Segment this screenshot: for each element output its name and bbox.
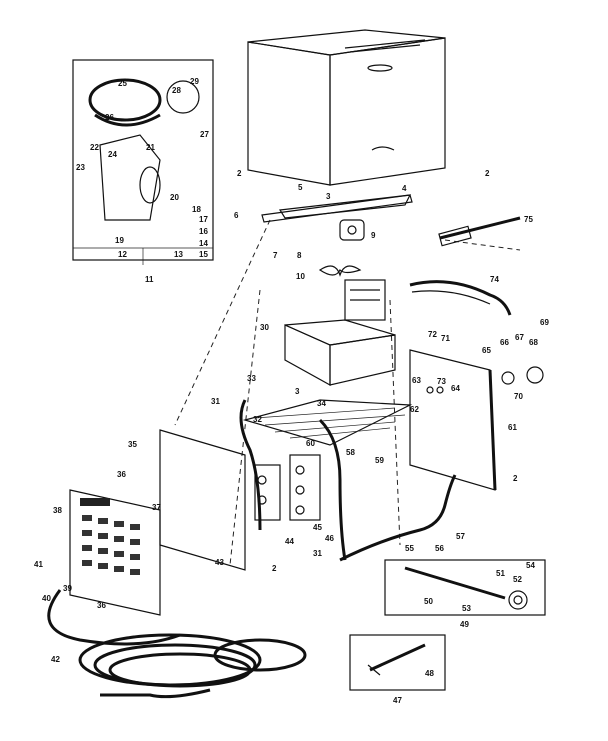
callout-37: 37	[152, 503, 161, 512]
callout-54: 54	[526, 561, 535, 570]
callout-19: 19	[115, 236, 124, 245]
clamp-inset-box	[349, 634, 446, 691]
callout-43: 43	[215, 558, 224, 567]
cabinet-outline-dashed	[174, 219, 521, 566]
probe-inset-box	[384, 559, 546, 616]
handle-inset-box	[72, 59, 214, 265]
callout-67: 67	[515, 333, 524, 342]
callout-45: 45	[313, 523, 322, 532]
callout-2: 2	[237, 169, 242, 178]
callout-16: 16	[199, 227, 208, 236]
callout-60: 60	[306, 439, 315, 448]
callout-52: 52	[513, 575, 522, 584]
callout-57: 57	[456, 532, 465, 541]
callout-47: 47	[393, 696, 402, 705]
callout-58: 58	[346, 448, 355, 457]
callout-6: 6	[234, 211, 239, 220]
brush-part	[438, 216, 521, 247]
callout-36: 36	[117, 470, 126, 479]
callout-63: 63	[412, 376, 421, 385]
callout-27: 27	[200, 130, 209, 139]
callout-4: 4	[402, 184, 407, 193]
callout-24: 24	[108, 150, 117, 159]
motor-and-fan	[261, 194, 413, 277]
callout-59: 59	[375, 456, 384, 465]
callout-38: 38	[53, 506, 62, 515]
callout-55: 55	[405, 544, 414, 553]
callout-39: 39	[63, 584, 72, 593]
callout-69: 69	[540, 318, 549, 327]
callout-3: 3	[295, 387, 300, 396]
callout-17: 17	[199, 215, 208, 224]
transformer	[284, 279, 396, 387]
callout-33: 33	[247, 374, 256, 383]
callout-74: 74	[490, 275, 499, 284]
callout-30: 30	[260, 323, 269, 332]
callout-28: 28	[172, 86, 181, 95]
callout-46: 46	[325, 534, 334, 543]
mesh-screen	[242, 399, 413, 446]
callout-labels: 2 2 2 2 3 3 4 5 6 7 8 9 10 11 12 13 14 1…	[34, 77, 549, 705]
callout-40: 40	[42, 594, 51, 603]
callout-29: 29	[190, 77, 199, 86]
callout-5: 5	[298, 183, 303, 192]
callout-42: 42	[51, 655, 60, 664]
callout-35: 35	[128, 440, 137, 449]
callout-14: 14	[199, 239, 208, 248]
callout-66: 66	[500, 338, 509, 347]
callout-3: 3	[326, 192, 331, 201]
callout-21: 21	[146, 143, 155, 152]
callout-64: 64	[451, 384, 460, 393]
callout-2: 2	[513, 474, 518, 483]
callout-61: 61	[508, 423, 517, 432]
callout-62: 62	[410, 405, 419, 414]
callout-48: 48	[425, 669, 434, 678]
callout-26: 26	[105, 113, 114, 122]
callout-44: 44	[285, 537, 294, 546]
rear-panel	[159, 429, 321, 571]
callout-20: 20	[170, 193, 179, 202]
callout-11: 11	[145, 275, 154, 284]
callout-18: 18	[192, 205, 201, 214]
callout-70: 70	[514, 392, 523, 401]
callout-31: 31	[313, 549, 322, 558]
callout-56: 56	[435, 544, 444, 553]
callout-32: 32	[253, 415, 262, 424]
callout-41: 41	[34, 560, 43, 569]
callout-12: 12	[118, 250, 127, 259]
cabinet-cover	[247, 29, 446, 186]
callout-75: 75	[524, 215, 533, 224]
tubing	[239, 399, 457, 562]
callout-8: 8	[297, 251, 302, 260]
callout-50: 50	[424, 597, 433, 606]
callout-9: 9	[371, 231, 376, 240]
callout-36: 36	[97, 601, 106, 610]
callout-7: 7	[273, 251, 278, 260]
callout-2: 2	[485, 169, 490, 178]
callout-51: 51	[496, 569, 505, 578]
callout-13: 13	[174, 250, 183, 259]
callout-65: 65	[482, 346, 491, 355]
small-components	[426, 366, 544, 394]
cable-74	[409, 280, 512, 316]
callout-25: 25	[118, 79, 127, 88]
callout-10: 10	[296, 272, 305, 281]
cable-coils	[47, 589, 307, 699]
callout-31: 31	[211, 397, 220, 406]
front-control-panel	[69, 489, 161, 616]
callout-71: 71	[441, 334, 450, 343]
callout-22: 22	[90, 143, 99, 152]
callout-68: 68	[529, 338, 538, 347]
side-panel-right	[409, 349, 497, 491]
callout-73: 73	[437, 377, 446, 386]
callout-23: 23	[76, 163, 85, 172]
callout-72: 72	[428, 330, 437, 339]
callout-53: 53	[462, 604, 471, 613]
callout-34: 34	[317, 399, 326, 408]
callout-15: 15	[199, 250, 208, 259]
callout-49: 49	[460, 620, 469, 629]
callout-2: 2	[272, 564, 277, 573]
